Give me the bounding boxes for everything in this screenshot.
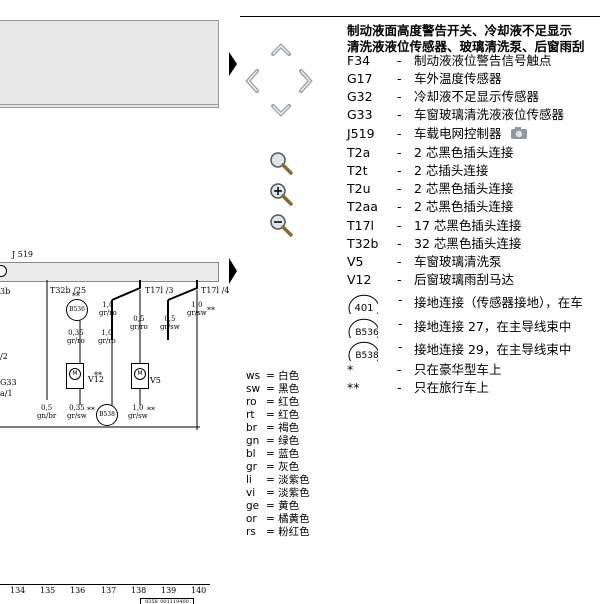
- page-subtitle: 清洗液液位传感器、玻璃清洗泵、后窗雨刮: [347, 39, 585, 54]
- component-row: T2t-2 芯插头连接: [347, 163, 489, 178]
- legend-row: or= 橘黄色: [246, 513, 310, 525]
- motor-v5-icon[interactable]: M: [131, 363, 149, 389]
- divider: [0, 104, 218, 105]
- connector-label: T32b /25: [50, 286, 87, 295]
- dash: -: [398, 316, 403, 331]
- component-label: V5: [150, 376, 161, 385]
- zoom-icon[interactable]: [268, 150, 294, 176]
- motor-v12-icon[interactable]: M: [66, 363, 84, 389]
- component-row: J519-车载电网控制器: [347, 125, 528, 143]
- component-row: F34-制动液液位警告信号触点: [347, 53, 552, 68]
- svg-text:B538: B538: [355, 351, 378, 361]
- ground-point-b536[interactable]: B536: [66, 299, 88, 321]
- wiring-lines: [0, 280, 200, 430]
- svg-text:B536: B536: [355, 328, 378, 338]
- star-note: **: [207, 306, 215, 315]
- component-row: G33-车窗玻璃清洗液液位传感器: [347, 107, 565, 122]
- ground-desc: 接地连接 27，在主导线束中: [414, 319, 572, 334]
- legend-row: gr= 灰色: [246, 461, 300, 473]
- ground-desc: 接地连接 29，在主导线束中: [414, 342, 572, 357]
- legend-row: rs= 粉红色: [246, 526, 310, 538]
- star-note: **: [72, 292, 80, 301]
- component-row: G32-冷却液不足显示传感器: [347, 89, 540, 104]
- legend-row: br= 褐色: [246, 422, 300, 434]
- ground-symbol-icon: B536: [348, 318, 378, 338]
- wiring-diagram[interactable]: J 519 3b T32b /25 T17l /3 T17l /4 /2 G33…: [0, 0, 230, 604]
- star-note: **: [87, 406, 95, 415]
- connector-label: T17l /4: [201, 286, 230, 295]
- relay-label: J 519: [12, 250, 34, 259]
- chevron-up-icon[interactable]: [270, 42, 292, 56]
- header-rule: [240, 16, 600, 17]
- diagram-axis: 134 135 136 137 138 139 140 9358_0011194…: [0, 584, 225, 604]
- connector-label: T17l /3: [145, 286, 174, 295]
- page-arrow-icon[interactable]: [228, 52, 238, 76]
- component-label: V12: [88, 375, 104, 384]
- left-label: G33: [0, 378, 17, 387]
- note-row: *-只在豪华型车上: [347, 362, 502, 377]
- component-row: T17l-17 芯黑色插头连接: [347, 218, 522, 233]
- left-label: /2: [0, 352, 8, 361]
- page-title: 制动液面高度警告开关、冷却液不足显示: [347, 23, 573, 38]
- ground-desc: 接地连接（传感器接地），在车: [414, 295, 583, 310]
- footer-code: 9358_001119400: [140, 598, 194, 604]
- legend-row: rt= 红色: [246, 409, 300, 421]
- axis-number: 136: [70, 586, 86, 595]
- chevron-right-icon[interactable]: [298, 68, 314, 94]
- dash: -: [398, 339, 403, 354]
- star-note: **: [147, 406, 155, 415]
- legend-row: vi= 淡紫色: [246, 487, 310, 499]
- note-row: **-只在旅行车上: [347, 380, 490, 395]
- camera-icon[interactable]: [510, 126, 528, 140]
- ground-point-b538[interactable]: B538: [96, 404, 118, 426]
- legend-row: ro= 红色: [246, 396, 300, 408]
- color-legend: ws= 白色 sw= 黑色 ro= 红色 rt= 红色 br= 褐色 gn= 绿…: [246, 370, 310, 539]
- component-row: G17-车外温度传感器: [347, 71, 502, 86]
- star-note: **: [94, 371, 102, 380]
- legend-row: sw= 黑色: [246, 383, 300, 395]
- axis-number: 138: [131, 586, 147, 595]
- axis-number: 139: [161, 586, 177, 595]
- page-arrow-icon[interactable]: [228, 258, 238, 284]
- component-row: V12-后窗玻璃雨刮马达: [347, 272, 515, 287]
- left-label: a/1: [0, 389, 13, 398]
- diagram-panel-top: [0, 20, 219, 108]
- legend-row: ws= 白色: [246, 370, 300, 382]
- axis-number: 134: [10, 586, 26, 595]
- zoom-in-icon[interactable]: [268, 181, 294, 207]
- legend-row: gn= 绿色: [246, 435, 300, 447]
- component-row: T2aa-2 芯黑色插头连接: [347, 199, 514, 214]
- legend-row: bl= 蓝色: [246, 448, 300, 460]
- ground-symbol-icon: 401: [348, 294, 378, 314]
- component-row: T2u-2 芯黑色插头连接: [347, 181, 514, 196]
- bottom-label: 3b: [0, 287, 11, 296]
- relay-bus-bar: [0, 262, 219, 282]
- legend-row: ge= 黄色: [246, 500, 300, 512]
- zoom-out-icon[interactable]: [268, 212, 294, 238]
- ground-symbol-icon: B538: [348, 341, 378, 361]
- component-row: T2a-2 芯黑色插头连接: [347, 145, 514, 160]
- svg-text:401: 401: [354, 303, 373, 314]
- component-row: T32b-32 芯黑色插头连接: [347, 236, 522, 251]
- dash: -: [398, 292, 403, 307]
- legend-row: li= 淡紫色: [246, 474, 310, 486]
- axis-number: 140: [191, 586, 207, 595]
- component-row: V5-车窗玻璃清洗泵: [347, 254, 502, 269]
- axis-number: 137: [101, 586, 117, 595]
- axis-number: 135: [40, 586, 56, 595]
- chevron-down-icon[interactable]: [270, 104, 292, 118]
- chevron-left-icon[interactable]: [244, 68, 260, 94]
